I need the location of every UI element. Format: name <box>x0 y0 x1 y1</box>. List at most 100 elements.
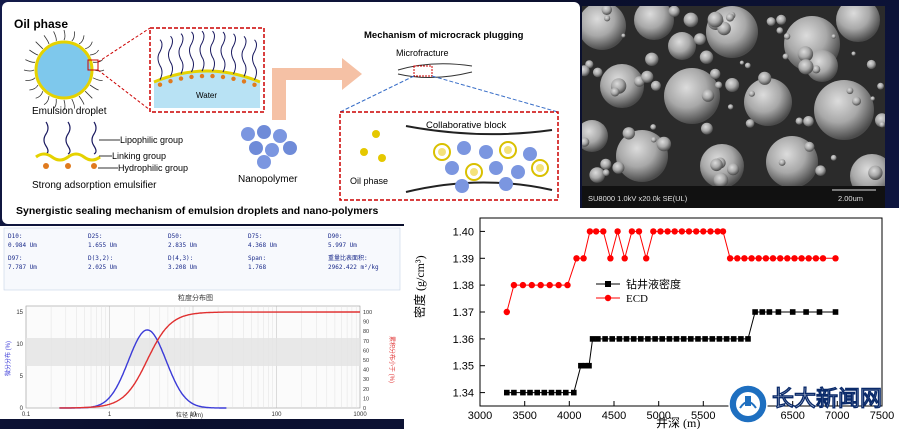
ecd-point <box>546 281 553 289</box>
psd-stat-value: 0.984 Um <box>8 242 37 249</box>
mechanism-diagram: Oil phase Emulsion droplet Water Lipophi… <box>14 17 559 217</box>
density-point <box>816 309 823 315</box>
psd-stat-label: Span: <box>248 255 266 262</box>
density-x-tick: 5000 <box>646 410 670 422</box>
density-point <box>616 336 623 342</box>
psd-yr-tick: 50 <box>363 358 369 364</box>
ecd-point <box>700 228 707 235</box>
psd-stat-label: D25: <box>88 233 102 240</box>
psd-stat-label: D(3,2): <box>88 255 113 262</box>
density-series <box>503 228 839 396</box>
ecd-point <box>805 255 812 262</box>
density-point <box>659 336 665 342</box>
psd-stat-value: 5.997 Um <box>328 242 357 249</box>
density-x-tick: 3000 <box>468 410 492 422</box>
emulsifier-legend <box>35 121 120 169</box>
density-y-tick: 1.38 <box>453 280 474 292</box>
oil-phase-label-2: Oil phase <box>350 176 388 186</box>
density-point <box>630 336 637 342</box>
psd-yr-tick: 100 <box>363 310 372 316</box>
ecd-point <box>832 255 839 262</box>
density-x-tick: 7000 <box>825 410 849 422</box>
collaborative-block-label: Collaborative block <box>426 120 507 131</box>
density-point <box>730 336 737 342</box>
ecd-point <box>726 255 734 262</box>
psd-stat-value: 3.208 Um <box>168 264 197 271</box>
density-point <box>723 336 730 342</box>
psd-x-tick: 10 <box>190 412 197 418</box>
ecd-point <box>741 255 748 262</box>
ecd-point <box>791 255 798 262</box>
hydrophilic-label: Hydrophilic group <box>118 163 188 173</box>
ecd-point <box>719 228 727 235</box>
density-point <box>623 336 630 342</box>
ecd-point <box>510 281 518 289</box>
psd-yr-tick: 30 <box>363 377 369 383</box>
density-point <box>555 389 562 396</box>
ecd-point <box>707 228 714 235</box>
ecd-point <box>784 255 791 262</box>
density-point <box>520 389 526 396</box>
density-point <box>775 309 782 315</box>
density-xlabel: 井深 (m) <box>656 416 700 429</box>
psd-yl-tick: 10 <box>16 342 23 348</box>
density-point <box>586 362 592 369</box>
ecd-point <box>621 255 628 262</box>
mechanism-caption: Synergistic sealing mechanism of emulsio… <box>16 205 378 217</box>
density-y-tick: 1.40 <box>453 226 474 238</box>
ecd-point <box>798 255 805 262</box>
psd-stat-value: 4.368 Um <box>248 242 277 249</box>
density-axes: 3000350040004500500055006000650070007500… <box>453 226 895 422</box>
psd-yr-tick: 70 <box>363 339 369 345</box>
ecd-point <box>685 228 693 235</box>
density-point <box>666 336 673 342</box>
ecd-point <box>819 255 827 262</box>
density-point <box>582 362 589 369</box>
ecd-point <box>671 228 678 235</box>
plugging-particles <box>433 141 549 193</box>
ecd-point <box>769 255 777 262</box>
legend-ecd: ECD <box>626 293 648 305</box>
ecd-point <box>762 255 770 262</box>
ecd-point <box>555 281 562 289</box>
mechanism-diagram-panel: Oil phase Emulsion droplet Water Lipophi… <box>2 2 580 224</box>
lipophilic-label: Lipophilic group <box>120 135 183 145</box>
ecd-point <box>519 281 527 289</box>
psd-xlabel: 粒径 (Um) <box>176 411 203 419</box>
ecd-point <box>580 255 587 262</box>
psd-stat-label: 重量比表面积: <box>328 254 368 262</box>
psd-yl-tick: 5 <box>20 374 24 380</box>
density-y-tick: 1.34 <box>453 388 474 400</box>
density-point <box>595 336 601 342</box>
density-x-tick: 4000 <box>557 410 581 422</box>
psd-yr-tick: 20 <box>363 387 369 393</box>
ecd-point <box>635 228 643 235</box>
ecd-point <box>693 228 700 235</box>
psd-stat-value: 1.655 Um <box>88 242 117 249</box>
psd-stat-value: 2.025 Um <box>88 264 117 271</box>
psd-x-tick: 100 <box>271 412 282 418</box>
density-x-tick: 7500 <box>870 410 894 422</box>
psd-x-tick: 1 <box>108 412 112 418</box>
ecd-point <box>564 281 571 289</box>
ecd-point <box>607 255 614 262</box>
density-point <box>716 336 723 342</box>
ecd-point <box>537 281 544 289</box>
psd-yr-tick: 80 <box>363 329 369 335</box>
ecd-point <box>777 255 784 262</box>
psd-yr-tick: 0 <box>363 406 366 412</box>
psd-stat-label: D10: <box>8 233 22 240</box>
sem-image: SU8000 1.0kV x20.0k SE(UL) 2.00um <box>582 6 885 209</box>
psd-stat-value: 2.835 Um <box>168 242 197 249</box>
zoom-line-bottom <box>97 69 151 111</box>
psd-stat-label: D75: <box>248 233 262 240</box>
emulsion-droplet-label: Emulsion droplet <box>32 106 107 117</box>
ecd-point <box>528 281 535 289</box>
microfracture-icon <box>397 63 473 79</box>
density-point <box>803 309 809 315</box>
ecd-point <box>586 228 594 235</box>
ecd-point <box>614 228 621 235</box>
ecd-point <box>657 228 664 235</box>
